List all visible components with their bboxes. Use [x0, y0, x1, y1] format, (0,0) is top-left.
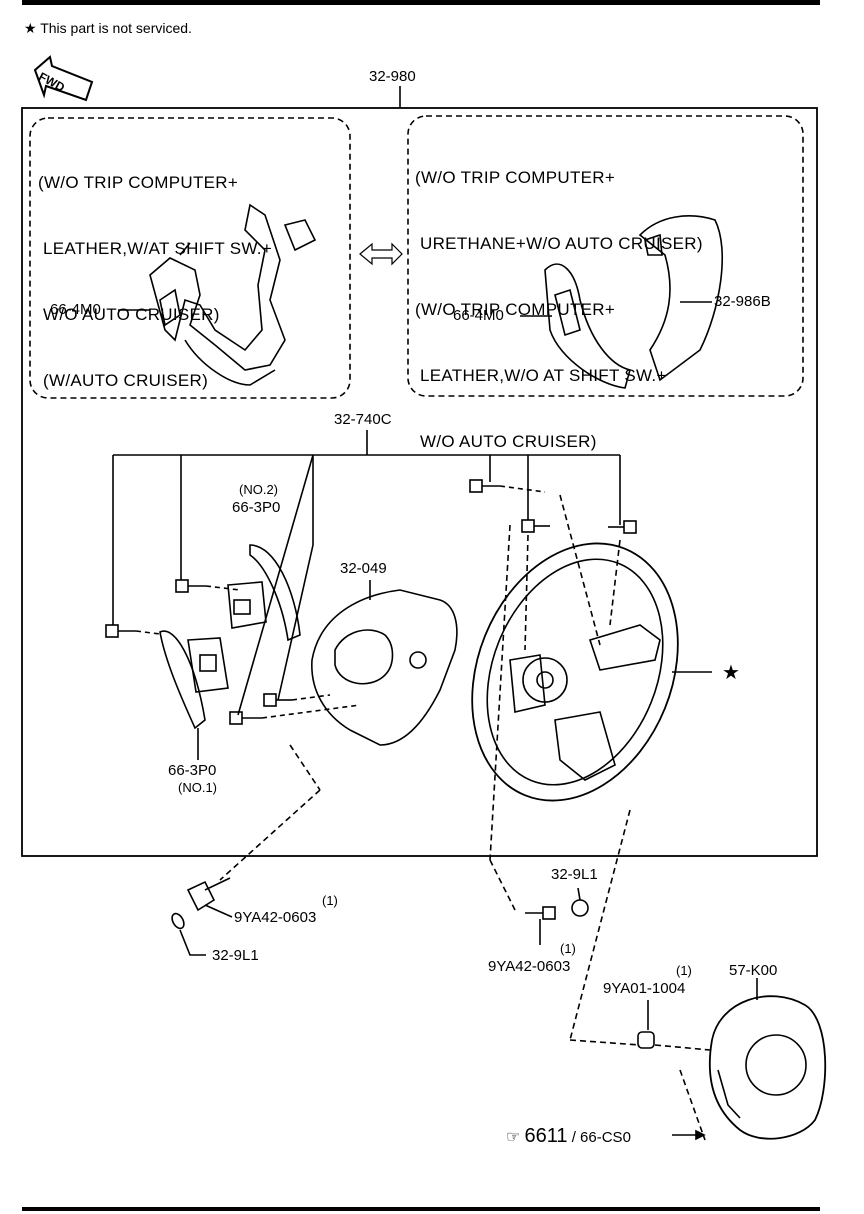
interchange-arrow-icon [359, 242, 403, 266]
switch-left-part-number: 66-4M0 [50, 301, 101, 318]
star-icon: ★ [24, 20, 37, 36]
bolt-right-part-number: 9YA42-0603 [488, 958, 571, 975]
no1-qualifier: (NO.1) [178, 780, 217, 795]
lower-bolt-right-icon [525, 906, 556, 945]
steering-wheel-drawing [471, 542, 712, 802]
bolt-right-quantity: (1) [560, 941, 576, 956]
bolt-icon [105, 479, 637, 725]
paddle-no2-part-number: 66-3P0 [232, 499, 281, 516]
not-serviced-star-icon: ★ [722, 660, 740, 684]
bolt-left-part-number: 9YA42-0603 [234, 909, 317, 926]
left-variant-box [29, 117, 351, 399]
cap-right-icon [571, 887, 589, 917]
left-variant-conditions: (W/O TRIP COMPUTER+ LEATHER,W/AT SHIFT S… [38, 128, 272, 414]
assembly-frame [21, 107, 818, 857]
condition-line: LEATHER,W/AT SHIFT SW.+ [38, 239, 273, 258]
top-rule [22, 0, 820, 5]
no2-qualifier: (NO.2) [239, 482, 278, 497]
cap-left-part-number: 32-9L1 [212, 947, 259, 964]
reference-section: 6611 [524, 1125, 568, 1147]
condition-line: (W/O TRIP COMPUTER+ [415, 168, 616, 187]
switch-cover-left-drawing [149, 203, 317, 386]
cap-right-part-number: 32-9L1 [551, 866, 598, 883]
bolt-left-quantity: (1) [322, 893, 338, 908]
paddle-no1-part-number: 66-3P0 [168, 762, 217, 779]
airbag-bolt-part-number: 9YA01-1004 [603, 980, 686, 997]
fwd-arrow-icon [33, 55, 94, 102]
condition-line: (W/AUTO CRUISER) [38, 371, 209, 390]
condition-line: URETHANE+W/O AUTO CRUISER) [415, 234, 703, 253]
bolt-group-part-number: 32-740C [334, 411, 392, 428]
bottom-rule [22, 1207, 820, 1211]
pointing-hand-icon: ☞ [506, 1129, 521, 1146]
airbag-bolt-icon [637, 1031, 655, 1049]
switch-right-part-number: 66-4M0 [453, 307, 504, 324]
bracket-drawing [311, 580, 458, 746]
airbag-bolt-quantity: (1) [676, 963, 692, 978]
section-reference[interactable]: ☞ 6611 / 66-CS0 [506, 1125, 631, 1148]
cap-left-icon [171, 912, 206, 956]
assembly-part-number: 32-980 [369, 68, 416, 85]
airbag-part-number: 57-K00 [729, 962, 778, 979]
lower-bolt-left-icon [186, 877, 233, 918]
condition-line: LEATHER,W/O AT SHIFT SW.+ [415, 366, 667, 385]
switch-cover-right-drawing [544, 215, 724, 389]
paddle-no1-drawing [159, 630, 229, 760]
service-note-text: This part is not serviced. [40, 20, 192, 36]
condition-line: (W/O TRIP COMPUTER+ [415, 300, 616, 319]
condition-line: (W/O TRIP COMPUTER+ [38, 173, 239, 192]
reference-separator: / [571, 1129, 576, 1146]
cover-part-number: 32-986B [714, 293, 771, 310]
reference-part: 66-CS0 [580, 1129, 631, 1146]
service-note: ★ This part is not serviced. [24, 20, 192, 37]
condition-line: W/O AUTO CRUISER) [38, 305, 220, 324]
bracket-part-number: 32-049 [340, 560, 387, 577]
airbag-drawing [708, 978, 827, 1140]
right-variant-conditions: (W/O TRIP COMPUTER+ URETHANE+W/O AUTO CR… [415, 123, 703, 475]
condition-line: W/O AUTO CRUISER) [415, 432, 597, 451]
paddle-no2-drawing [227, 544, 301, 642]
